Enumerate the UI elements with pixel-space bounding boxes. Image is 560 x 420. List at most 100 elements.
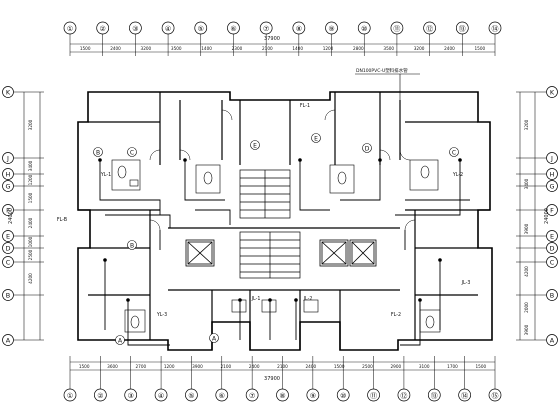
pipe-label: YL-2 bbox=[452, 172, 463, 178]
bottom-axis-label: ⑥ bbox=[219, 392, 225, 400]
left-axis-label: K bbox=[6, 89, 11, 97]
right-axis-label: F bbox=[550, 207, 554, 215]
room-marker bbox=[127, 240, 137, 250]
room-marker bbox=[250, 140, 260, 150]
bottom-total-dimension: 37900 bbox=[264, 376, 280, 382]
top-dimension-label: 1200 bbox=[323, 46, 334, 51]
right-dimension-lines bbox=[519, 92, 536, 340]
pipe-label: YL-1 bbox=[100, 172, 111, 178]
top-dimension-label: 1400 bbox=[201, 46, 212, 51]
room-label: A bbox=[212, 335, 217, 342]
right-axis-bubble bbox=[546, 180, 558, 192]
top-dimension-lines bbox=[70, 43, 495, 53]
left-dimension-label: 3200 bbox=[28, 119, 33, 130]
left-dimension-label: 3400 bbox=[28, 160, 33, 171]
left-axis-group: KJHGFEDCBA320034001200150024001000250042… bbox=[2, 86, 44, 346]
right-axis-label: C bbox=[550, 259, 555, 267]
door-swings bbox=[149, 109, 416, 231]
bottom-axis-label: ③ bbox=[128, 392, 134, 400]
right-dimension-label: 4200 bbox=[524, 266, 529, 277]
top-axis-label: ⑧ bbox=[296, 25, 302, 33]
right-dimension-label: 3400 bbox=[524, 178, 529, 189]
bottom-axis-label: ② bbox=[97, 392, 103, 400]
top-axis-label: ① bbox=[67, 25, 73, 33]
pipe-label: FL-1 bbox=[300, 103, 310, 109]
room-label: D bbox=[365, 145, 370, 152]
top-axis-label: ⑭ bbox=[492, 25, 499, 33]
left-dimension-label: 1200 bbox=[28, 174, 33, 185]
bottom-dimension-label: 1500 bbox=[79, 364, 90, 369]
left-axis-label: G bbox=[5, 183, 10, 191]
room-marker bbox=[93, 147, 103, 157]
interior-walls bbox=[78, 92, 490, 350]
top-dimension-label: 2800 bbox=[353, 46, 364, 51]
top-axis-label: ③ bbox=[132, 25, 138, 33]
room-marker bbox=[311, 133, 321, 143]
left-axis-bubble bbox=[2, 334, 14, 346]
left-dimension-label: 1500 bbox=[28, 192, 33, 203]
right-axis-label: D bbox=[549, 245, 554, 253]
top-dimension-label: 3500 bbox=[383, 46, 394, 51]
pipe-label: YL-3 bbox=[156, 312, 167, 318]
left-axis-label: D bbox=[5, 245, 10, 253]
right-axis-bubble bbox=[546, 256, 558, 268]
bottom-dimension-label: 2500 bbox=[362, 364, 373, 369]
right-axis-label: J bbox=[550, 155, 553, 163]
room-label: C bbox=[130, 149, 134, 156]
left-axis-bubble bbox=[2, 152, 14, 164]
right-axis-bubble bbox=[546, 334, 558, 346]
bottom-dimension-label: 1500 bbox=[475, 364, 486, 369]
bottom-dimension-label: 1700 bbox=[447, 364, 458, 369]
room-label: B bbox=[130, 242, 134, 249]
right-axis-bubble bbox=[546, 230, 558, 242]
top-axis-label: ⑬ bbox=[459, 25, 466, 33]
room-marker bbox=[115, 335, 125, 345]
pipe-label: FL-B bbox=[57, 217, 67, 223]
left-axis-label: F bbox=[6, 207, 10, 215]
left-axis-label: H bbox=[6, 171, 11, 179]
right-axis-bubble bbox=[546, 86, 558, 98]
right-dimension-label: 2000 bbox=[524, 302, 529, 313]
lower-stair bbox=[239, 231, 301, 279]
bottom-dimension-label: 2100 bbox=[277, 364, 288, 369]
upper-stair bbox=[239, 169, 291, 219]
top-dimension-label: 1500 bbox=[474, 46, 485, 51]
bottom-axis-label: ⑮ bbox=[492, 392, 499, 400]
left-axis-label: A bbox=[6, 337, 11, 345]
top-axis-label: ⑤ bbox=[198, 25, 204, 33]
top-dimension-label: 1400 bbox=[292, 46, 303, 51]
top-dimension-label: 3500 bbox=[171, 46, 182, 51]
top-dimension-label: 2400 bbox=[444, 46, 455, 51]
top-total-dimension: 37900 bbox=[264, 36, 280, 42]
bottom-dimension-label: 3100 bbox=[419, 364, 430, 369]
elevator-shafts bbox=[185, 239, 377, 267]
bottom-axis-label: ⑧ bbox=[279, 392, 285, 400]
pipe-annotation-text: DN100PVC-U塑料排水管 bbox=[356, 67, 408, 74]
bottom-axis-label: ⑨ bbox=[310, 392, 316, 400]
right-total-dimension: 24000 bbox=[544, 208, 550, 224]
top-axis-label: ⑦ bbox=[263, 25, 269, 33]
right-dimension-label: 3200 bbox=[524, 119, 529, 130]
bottom-dimension-label: 2400 bbox=[305, 364, 316, 369]
left-axis-bubble bbox=[2, 256, 14, 268]
left-axis-bubble bbox=[2, 86, 14, 98]
right-axis-bubble bbox=[546, 168, 558, 180]
annotation-leader bbox=[355, 73, 420, 100]
room-label: E bbox=[253, 142, 257, 149]
bottom-axis-label: ① bbox=[67, 392, 73, 400]
left-total-dimension: 24000 bbox=[8, 208, 14, 224]
pipe-risers bbox=[98, 158, 462, 302]
bottom-dimension-label: 3900 bbox=[192, 364, 203, 369]
left-axis-bubble bbox=[2, 242, 14, 254]
bottom-dimension-label: 1500 bbox=[334, 364, 345, 369]
room-marker bbox=[209, 333, 219, 343]
right-axis-bubble bbox=[546, 204, 558, 216]
top-dimension-label: 3200 bbox=[141, 46, 152, 51]
left-axis-bubble bbox=[2, 289, 14, 301]
top-axis-label: ⑪ bbox=[393, 25, 400, 33]
right-axis-bubble bbox=[546, 152, 558, 164]
